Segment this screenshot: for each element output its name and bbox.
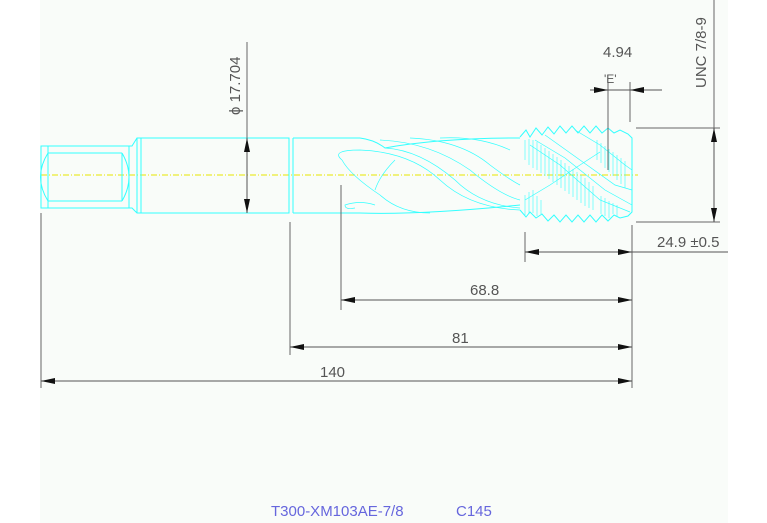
pitch-dimension: 4.94 'E' <box>590 44 662 93</box>
threaded-section <box>519 125 633 223</box>
thread-length-dimension: 24.9 ±0.5 <box>525 234 728 255</box>
thread-spec-dimension: UNC 7/8-9 <box>693 17 717 222</box>
overall-length-dimension: 140 <box>41 364 632 384</box>
drawing-sheet <box>40 0 728 523</box>
thread-length-label: 24.9 ±0.5 <box>657 234 719 251</box>
shank <box>140 137 294 214</box>
diameter-label: ϕ 17.704 <box>227 57 244 115</box>
fluted-body <box>293 137 521 214</box>
thread-spec-label: UNC 7/8-9 <box>693 17 710 88</box>
body-length-label: 81 <box>452 330 469 347</box>
flute-length-dimension: 68.8 <box>341 282 632 303</box>
title-block: T300-XM103AE-7/8 C145 <box>271 503 492 520</box>
body-length-dimension: 81 <box>290 330 632 350</box>
neck <box>129 137 141 214</box>
square-drive-end <box>40 145 130 209</box>
pitch-label: 4.94 <box>603 44 632 61</box>
part-number: T300-XM103AE-7/8 <box>271 503 404 520</box>
pitch-marker: 'E' <box>604 72 617 86</box>
diameter-dimension: ϕ 17.704 <box>227 57 250 213</box>
overall-length-label: 140 <box>320 364 345 381</box>
part-code: C145 <box>456 503 492 520</box>
flute-length-label: 68.8 <box>470 282 499 299</box>
